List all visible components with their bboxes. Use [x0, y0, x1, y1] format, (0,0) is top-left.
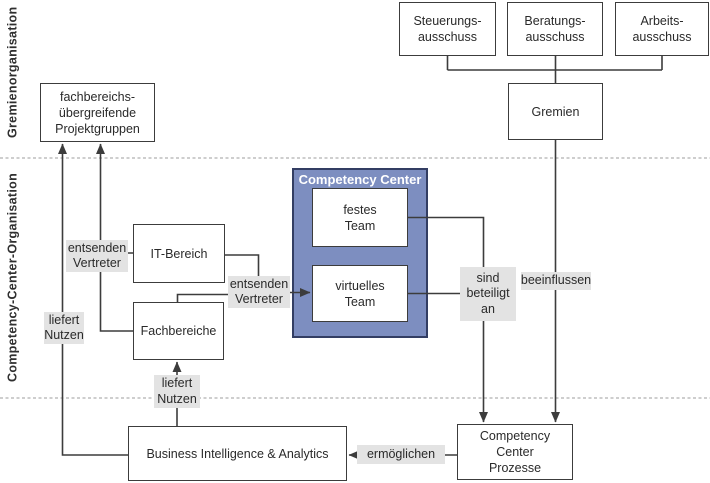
- section-label-competency-center-organisation: Competency-Center-Organisation: [5, 172, 20, 382]
- edge-bia-to-projektgruppen: [58, 143, 128, 456]
- edge-label-liefert-nutzen-left: liefert Nutzen: [44, 312, 84, 344]
- box-arbeitsausschuss: Arbeits- ausschuss: [615, 2, 709, 56]
- box-steuerungsausschuss: Steuerungs- ausschuss: [399, 2, 496, 56]
- competency-center-title: Competency Center: [298, 172, 422, 187]
- edge-label-entsenden-vertreter-left: entsenden Vertreter: [66, 240, 128, 272]
- edge-label-sind-beteiligt-an: sind beteiligt an: [460, 267, 516, 321]
- box-fachbereiche: Fachbereiche: [133, 302, 224, 360]
- box-business-intelligence-analytics: Business Intelligence & Analytics: [128, 426, 347, 481]
- box-gremien: Gremien: [508, 83, 603, 140]
- edge-fachbereiche-to-projektgruppen: [96, 143, 133, 332]
- edge-label-beeinflussen: beeinflussen: [521, 272, 591, 290]
- box-festes-team: festes Team: [312, 188, 408, 247]
- section-label-gremienorganisation: Gremienorganisation: [5, 6, 20, 138]
- edge-committees-to-gremien: [446, 56, 663, 83]
- edge-label-ermoeglichen: ermöglichen: [357, 445, 445, 464]
- box-projektgruppen: fachbereichs- übergreifende Projektgrupp…: [40, 83, 155, 142]
- box-beratungsausschuss: Beratungs- ausschuss: [507, 2, 603, 56]
- box-it-bereich: IT-Bereich: [133, 224, 225, 283]
- edge-label-entsenden-vertreter-middle: entsenden Vertreter: [228, 276, 290, 308]
- edge-fachbereiche-to-label: [176, 293, 229, 302]
- box-competency-center-prozesse: Competency Center Prozesse: [457, 424, 573, 480]
- box-virtuelles-team: virtuelles Team: [312, 265, 408, 322]
- edge-label-liefert-nutzen-bottom: liefert Nutzen: [154, 375, 200, 408]
